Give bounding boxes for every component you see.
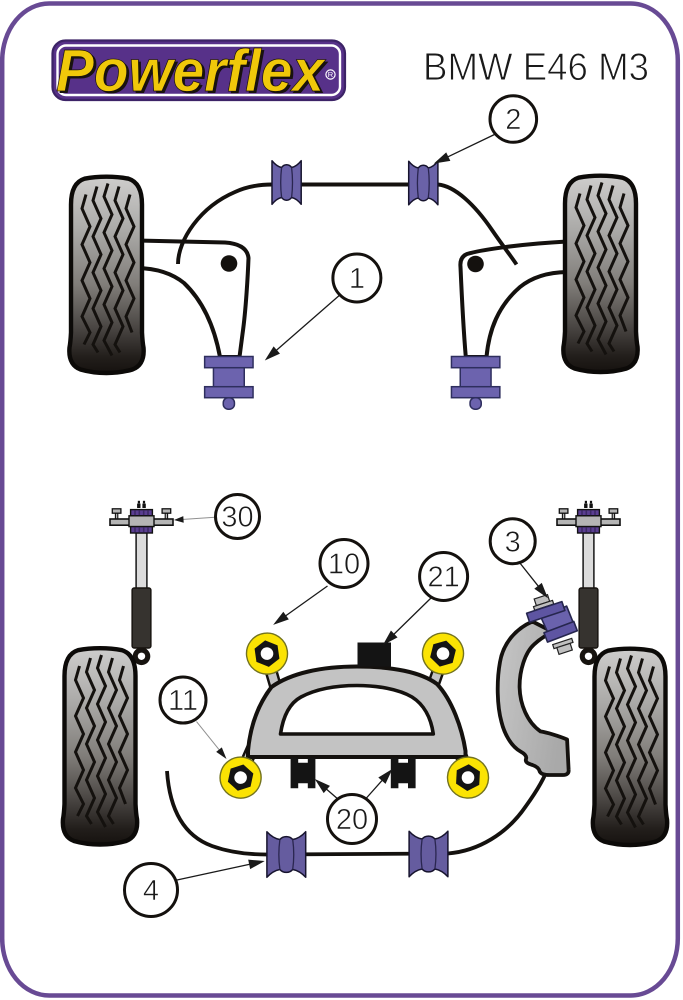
svg-text:BMW E46 M3: BMW E46 M3: [423, 46, 649, 89]
svg-text:11: 11: [168, 685, 198, 717]
svg-text:3: 3: [505, 526, 521, 558]
svg-text:1: 1: [349, 263, 365, 295]
svg-text:Powerflex: Powerflex: [59, 40, 329, 106]
svg-text:Powerflex: Powerflex: [56, 38, 326, 104]
svg-text:4: 4: [143, 875, 159, 907]
svg-text:R: R: [328, 70, 334, 79]
svg-text:30: 30: [221, 502, 253, 534]
svg-text:10: 10: [328, 549, 360, 581]
svg-text:20: 20: [336, 804, 368, 836]
svg-text:21: 21: [427, 562, 459, 594]
svg-text:2: 2: [505, 104, 521, 136]
